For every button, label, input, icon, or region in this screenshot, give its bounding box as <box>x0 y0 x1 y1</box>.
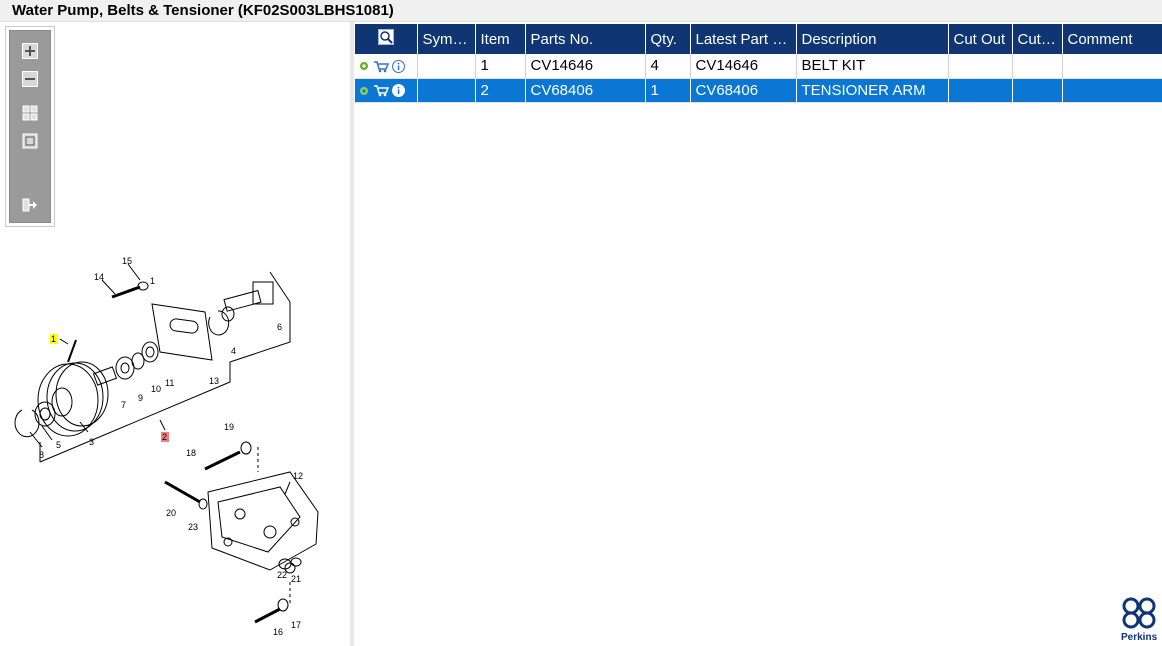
callout-12[interactable]: 12 <box>293 471 303 481</box>
callout-14[interactable]: 14 <box>94 272 104 282</box>
pane-splitter[interactable] <box>350 22 354 646</box>
callout-5[interactable]: 5 <box>56 440 61 450</box>
callout-13[interactable]: 13 <box>209 376 219 386</box>
cell-item: 1 <box>475 54 526 79</box>
cell-cut-in <box>1012 78 1063 103</box>
row-actions <box>355 54 418 79</box>
cell-latest-part-no: CV68406 <box>690 78 797 103</box>
callout-10[interactable]: 10 <box>151 384 161 394</box>
cell-qty: 4 <box>645 54 691 79</box>
cell-parts-no: CV68406 <box>525 78 646 103</box>
column-header-item[interactable]: Item <box>475 24 526 54</box>
callout-11[interactable]: 11 <box>165 378 174 388</box>
callout-20[interactable]: 20 <box>166 508 176 518</box>
parts-grid: Symb... Item Parts No. Qty. Latest Part … <box>355 24 1162 103</box>
column-header-cut-in[interactable]: Cut In <box>1012 24 1063 54</box>
cell-cut-in <box>1012 54 1063 79</box>
callout-1-upper[interactable]: 1 <box>150 276 155 286</box>
cell-symbol <box>417 54 476 79</box>
zoom-in-button[interactable] <box>20 41 40 61</box>
callout-22[interactable]: 22 <box>277 570 287 580</box>
callout-19[interactable]: 19 <box>224 422 234 432</box>
callout-4[interactable]: 4 <box>231 346 236 356</box>
export-arrow-icon <box>22 198 37 212</box>
callout-6[interactable]: 6 <box>277 322 282 332</box>
callout-17[interactable]: 17 <box>291 620 301 630</box>
title-bar: Water Pump, Belts & Tensioner (KF02S003L… <box>0 0 1162 22</box>
callout-8[interactable]: 8 <box>39 450 44 460</box>
export-button[interactable] <box>20 195 40 215</box>
cell-latest-part-no: CV14646 <box>690 54 797 79</box>
info-icon[interactable] <box>392 84 405 98</box>
cell-comment <box>1062 54 1162 79</box>
callout-21[interactable]: 21 <box>291 574 301 584</box>
search-filter-icon <box>377 29 394 45</box>
fit-all-button[interactable] <box>20 103 40 123</box>
zoom-toolbar <box>5 26 55 227</box>
page-title: Water Pump, Belts & Tensioner (KF02S003L… <box>12 2 394 19</box>
callout-15[interactable]: 15 <box>122 256 132 266</box>
grid-header-row: Symb... Item Parts No. Qty. Latest Part … <box>355 24 1162 54</box>
callout-1[interactable]: 1 <box>51 334 56 344</box>
cell-qty: 1 <box>645 78 691 103</box>
cell-parts-no: CV14646 <box>525 54 646 79</box>
column-header-description[interactable]: Description <box>796 24 949 54</box>
plus-icon <box>22 43 38 59</box>
column-header-latest-part-no[interactable]: Latest Part No. <box>690 24 797 54</box>
square-icon <box>22 133 38 149</box>
gear-link-icon[interactable] <box>358 85 370 97</box>
table-row[interactable]: 1 CV14646 4 CV14646 BELT KIT <box>355 54 1162 79</box>
info-icon[interactable] <box>392 59 405 73</box>
callout-9[interactable]: 9 <box>138 393 143 403</box>
minus-icon <box>22 71 38 87</box>
column-header-parts-no[interactable]: Parts No. <box>525 24 646 54</box>
callout-7[interactable]: 7 <box>121 400 126 410</box>
callout-16[interactable]: 16 <box>273 627 283 637</box>
column-header-tools[interactable] <box>355 24 418 54</box>
cell-item: 2 <box>475 78 526 103</box>
cell-symbol <box>417 78 476 103</box>
cell-comment <box>1062 78 1162 103</box>
cell-description: TENSIONER ARM <box>796 78 949 103</box>
column-header-cut-out[interactable]: Cut Out <box>948 24 1013 54</box>
cell-cut-out <box>948 54 1013 79</box>
cart-icon[interactable] <box>373 84 389 97</box>
perkins-logo <box>1122 597 1156 629</box>
brand-name: Perkins <box>1121 632 1158 643</box>
exploded-parts-diagram[interactable]: 14 15 1 6 4 13 1 11 10 9 7 3 5 8 2 19 18… <box>0 232 350 646</box>
table-row[interactable]: 2 CV68406 1 CV68406 TENSIONER ARM <box>355 78 1162 103</box>
row-actions <box>355 78 418 103</box>
callout-23[interactable]: 23 <box>188 522 198 532</box>
zoom-out-button[interactable] <box>20 69 40 89</box>
cell-cut-out <box>948 78 1013 103</box>
column-header-symbol[interactable]: Symb... <box>417 24 476 54</box>
callout-2[interactable]: 2 <box>162 432 167 442</box>
illustration-pane: 14 15 1 6 4 13 1 11 10 9 7 3 5 8 2 19 18… <box>0 22 350 646</box>
callout-18[interactable]: 18 <box>186 448 196 458</box>
cell-description: BELT KIT <box>796 54 949 79</box>
column-header-comment[interactable]: Comment <box>1062 24 1162 54</box>
grid-icon <box>22 105 38 121</box>
cart-icon[interactable] <box>373 60 389 73</box>
callout-3[interactable]: 3 <box>89 437 94 447</box>
fit-window-button[interactable] <box>20 131 40 151</box>
column-header-qty[interactable]: Qty. <box>645 24 691 54</box>
gear-icon[interactable] <box>358 60 370 72</box>
